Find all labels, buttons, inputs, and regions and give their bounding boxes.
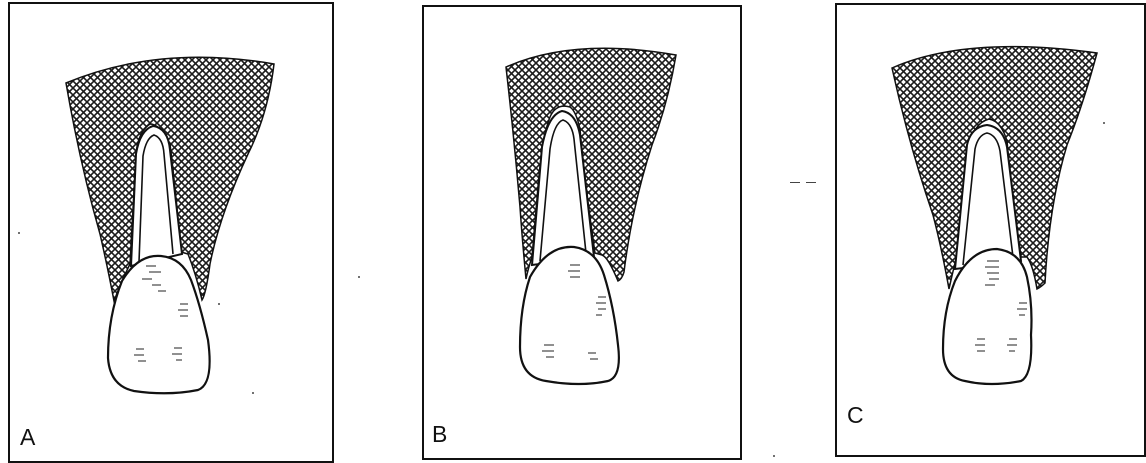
scan-dash (806, 182, 816, 183)
panel-a: A (8, 2, 334, 463)
scan-speck (1103, 122, 1105, 124)
tooth-diagram-c (837, 5, 1144, 455)
scan-speck (18, 232, 20, 234)
panel-c: C (835, 3, 1146, 457)
panel-label-c: C (847, 404, 864, 427)
tooth-diagram-a (10, 4, 332, 461)
scan-speck (252, 392, 254, 394)
scan-speck (218, 303, 220, 305)
panel-label-b: B (432, 423, 447, 446)
crown-b (520, 247, 619, 384)
panel-b: B (422, 5, 742, 460)
tooth-diagram-b (424, 7, 740, 458)
panel-label-a: A (20, 426, 35, 449)
scan-dash (790, 182, 800, 183)
scan-speck (773, 455, 775, 457)
scan-speck (358, 276, 360, 278)
